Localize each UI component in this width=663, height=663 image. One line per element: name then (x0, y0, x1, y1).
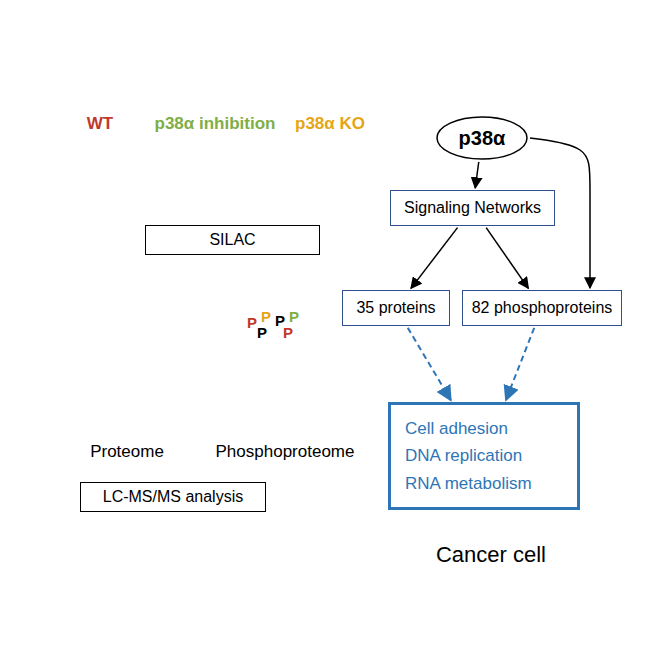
sample-label: Phosphoproteome (216, 442, 355, 462)
petri-dish-yellow (290, 144, 370, 178)
sample-label: Proteome (90, 442, 164, 462)
connector-arrow (475, 162, 479, 188)
node-text: 82 phosphoproteins (472, 298, 613, 317)
node-text: Cell adhesion (405, 415, 508, 442)
phospho-marker: P (283, 324, 293, 341)
cell-region: p38αSignaling Networks 35 proteins 82 phos… (348, 86, 634, 586)
petri-dish-green (175, 144, 255, 178)
node-text: SILAC (209, 230, 255, 249)
outcome-box: Cell adhesionDNA replicationRNA metaboli… (388, 402, 580, 510)
condition-label: p38α KO (295, 114, 365, 134)
phospho-marker: P (289, 308, 299, 325)
node-text: RNA metabolism (405, 470, 532, 497)
condition-label: p38α inhibition (155, 114, 276, 134)
node-text: LC-MS/MS analysis (103, 487, 243, 506)
process-box: SILAC (145, 225, 320, 254)
node-text: p38α (459, 126, 506, 150)
region-title: Cancer cell (436, 542, 546, 568)
tube-rack (82, 330, 328, 412)
phospho-marker: P (261, 308, 271, 325)
phospho-marker: P (247, 314, 257, 331)
node-text: Signaling Networks (404, 198, 541, 217)
node-text: DNA replication (405, 442, 522, 469)
connector-arrow (506, 328, 534, 400)
arrow (250, 258, 280, 300)
condition-label: WT (87, 114, 113, 134)
connector-arrow (486, 228, 528, 289)
node-text: 35 proteins (356, 298, 435, 317)
process-box: LC-MS/MS analysis (80, 482, 266, 511)
process-box: 35 proteins (342, 290, 450, 326)
petri-dish-red (60, 144, 140, 178)
connector-arrow (408, 328, 451, 401)
process-box: Signaling Networks (390, 190, 555, 226)
connector-arrow (411, 228, 458, 289)
cell-outline (348, 86, 634, 586)
phospho-marker: P (257, 324, 267, 341)
outer-frame (28, 74, 635, 588)
arrow (219, 186, 221, 222)
arrow (140, 258, 200, 300)
protein-ellipse: p38α (436, 116, 528, 160)
process-box: 82 phosphoproteins (462, 290, 622, 326)
